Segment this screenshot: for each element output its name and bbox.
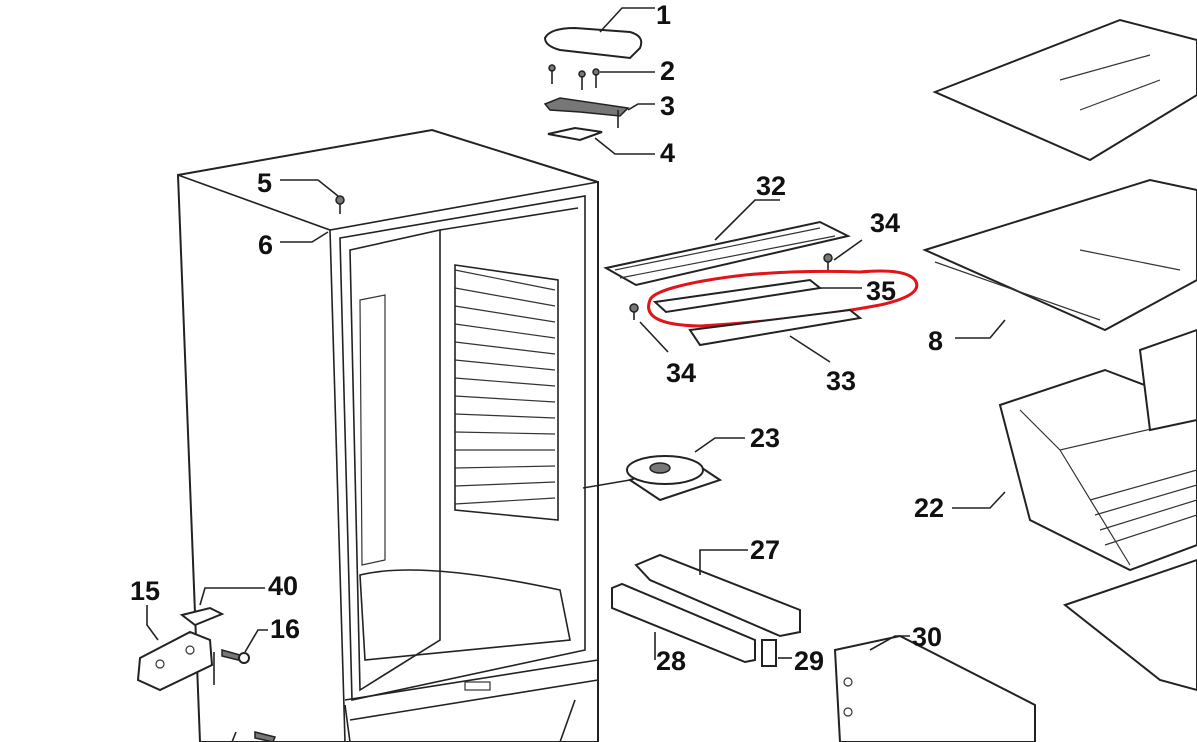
label-part-23: 23 bbox=[750, 423, 780, 453]
label-part-8: 8 bbox=[928, 326, 943, 356]
part-15-hinge bbox=[136, 605, 215, 692]
label-part-34-bottom: 34 bbox=[666, 358, 696, 388]
label-part-29: 29 bbox=[794, 646, 824, 676]
label-part-15: 15 bbox=[130, 576, 160, 606]
label-part-34-top: 34 bbox=[870, 208, 900, 238]
label-part-33: 33 bbox=[826, 366, 856, 396]
part-30-door-panel bbox=[833, 634, 1036, 742]
label-part-3: 3 bbox=[660, 91, 675, 121]
evaporator-fins bbox=[454, 264, 559, 521]
fridge-cabinet bbox=[176, 128, 599, 742]
part-34-screws bbox=[629, 239, 863, 353]
part-29-clip bbox=[761, 639, 792, 667]
part-16-screw bbox=[221, 629, 268, 664]
label-part-30: 30 bbox=[912, 622, 942, 652]
label-part-35: 35 bbox=[866, 276, 896, 306]
part-8-shelves bbox=[922, 18, 1197, 339]
part-40-bracket bbox=[179, 587, 265, 627]
label-part-1: 1 bbox=[656, 0, 671, 30]
label-part-28: 28 bbox=[656, 646, 686, 676]
part-27-rail bbox=[634, 549, 801, 638]
label-part-32: 32 bbox=[756, 171, 786, 201]
label-part-6: 6 bbox=[258, 230, 273, 260]
part-35-strip bbox=[652, 278, 862, 314]
part-5-screw bbox=[280, 179, 345, 214]
part-33-cover bbox=[688, 308, 863, 363]
part-1-cover bbox=[543, 7, 655, 60]
label-part-16: 16 bbox=[270, 614, 300, 644]
part-32-housing bbox=[603, 199, 851, 287]
part-35-highlight-circle bbox=[647, 269, 919, 328]
label-part-27: 27 bbox=[750, 535, 780, 565]
label-part-5: 5 bbox=[257, 168, 272, 198]
part-2-screws bbox=[548, 64, 655, 90]
part-3-hinge bbox=[543, 97, 655, 128]
part-6-leader bbox=[280, 231, 329, 243]
label-part-2: 2 bbox=[660, 56, 675, 86]
part-28-rail bbox=[611, 582, 756, 664]
part-22-crisper bbox=[952, 328, 1197, 692]
label-part-40: 40 bbox=[268, 571, 298, 601]
label-part-22: 22 bbox=[914, 493, 944, 523]
label-part-4: 4 bbox=[660, 138, 675, 168]
part-screw-bottom bbox=[231, 731, 277, 742]
part-4-plate bbox=[547, 126, 655, 155]
part-23-fan bbox=[582, 437, 745, 502]
